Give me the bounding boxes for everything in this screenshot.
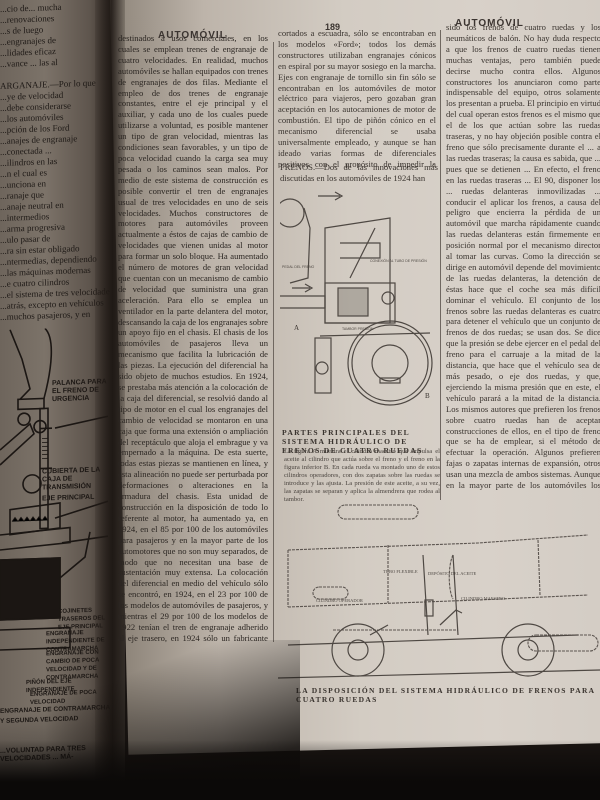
column-3-text: sido los frenos de cuatro ruedas y los n… bbox=[446, 22, 600, 492]
left-page: ...cio de... mucha ...renovaciones ...s … bbox=[0, 0, 112, 800]
text-column-1: destinados a usos comerciales, en los cu… bbox=[118, 33, 268, 643]
text-column-3: sido los frenos de cuatro ruedas y los n… bbox=[446, 22, 600, 492]
label-tambor: TAMBOR PRESIÓN bbox=[342, 326, 374, 331]
page-number: 189 bbox=[325, 22, 341, 32]
left-page-text: ...cio de... mucha ...renovaciones ...s … bbox=[0, 0, 110, 323]
page-header-left: AUTOMÓVIL bbox=[158, 30, 227, 41]
label-a: A bbox=[294, 324, 299, 332]
frenos-paragraph: FRENOS.—Dos de las innovaciones más disc… bbox=[280, 162, 438, 186]
label-tubo-flexible: TUBO FLEXIBLE bbox=[383, 569, 418, 574]
column-1-text: destinados a usos comerciales, en los cu… bbox=[118, 33, 268, 643]
figure-1-caption-title: PARTES PRINCIPALES DEL SISTEMA HIDRÁULIC… bbox=[282, 428, 423, 455]
frenos-text: FRENOS.—Dos de las innovaciones más disc… bbox=[280, 162, 438, 183]
text-column-2: cortados a escuadra, sólo se encontraban… bbox=[278, 28, 436, 168]
page-header-right: AUTOMÓVIL bbox=[455, 18, 524, 29]
table-edge-shadow bbox=[0, 740, 600, 800]
label-conexion: CONEXIÓN AL TUBO DE PRESIÓN bbox=[370, 258, 427, 263]
label-b: B bbox=[425, 392, 430, 400]
label-cilindro-operador: CILINDRO OPERADOR bbox=[316, 598, 363, 603]
column-rule bbox=[273, 42, 274, 642]
label-pedal: PEDAL DEL FRENO bbox=[282, 265, 314, 269]
column-2-text: cortados a escuadra, sólo se encontraban… bbox=[278, 28, 436, 168]
figure-2-caption: LA DISPOSICIÓN DEL SISTEMA HIDRÁULICO DE… bbox=[296, 686, 595, 704]
column-rule bbox=[440, 30, 441, 500]
transmission-diagram bbox=[0, 327, 109, 651]
figure-brake-parts: A B TAMBOR PRESIÓN PEDAL DEL FRENO CONEX… bbox=[280, 191, 433, 406]
label-deposito: DEPÓSITO DEL ACEITE bbox=[428, 571, 476, 576]
figure-1-caption-body: La figura A muestra el cilindro maestro … bbox=[284, 448, 440, 503]
label-cilindro-maestro: CILINDRO MAESTRO bbox=[461, 596, 506, 601]
figure-chassis-layout: TUBO FLEXIBLE DEPÓSITO DEL ACEITE CILIND… bbox=[278, 504, 600, 679]
